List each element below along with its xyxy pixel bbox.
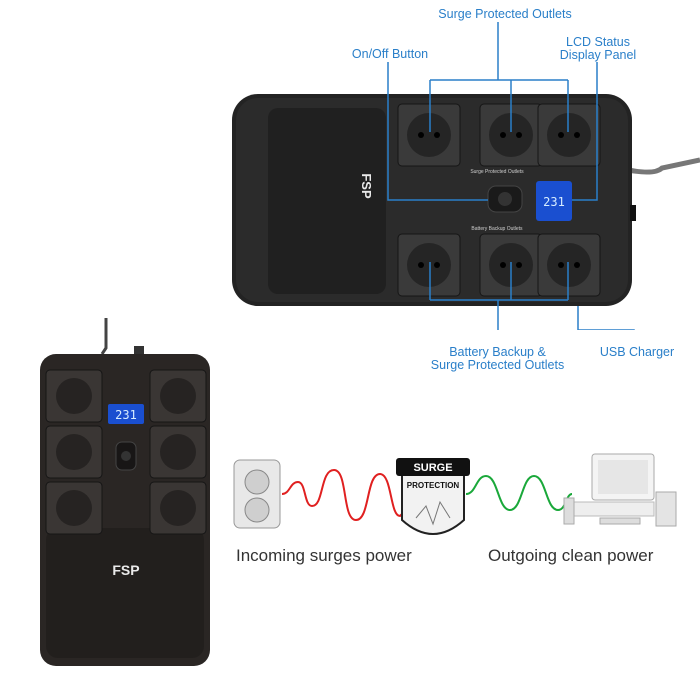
callout-onoff-button: On/Off Button xyxy=(351,47,429,61)
ups-front-panel xyxy=(268,108,386,294)
computer-icon xyxy=(563,453,677,527)
surge-diagram: SURGE PROTECTION xyxy=(233,453,677,535)
panel-label-surge: Surge Protected Outlets xyxy=(470,169,524,175)
callout-battery-backup: Battery Backup & Surge Protected Outlets xyxy=(415,346,580,372)
power-cable xyxy=(627,157,700,175)
badge-text-surge: SURGE xyxy=(413,462,452,474)
ups-front-view: 231 FSP xyxy=(40,318,210,666)
callout-usb-charger: USB Charger xyxy=(599,345,675,359)
outlet-column-right xyxy=(149,369,207,535)
clean-wave xyxy=(465,474,573,512)
callout-battery-line2: Surge Protected Outlets xyxy=(430,358,565,372)
lcd-display-front xyxy=(108,404,144,424)
outlet-column-left xyxy=(45,369,103,535)
ups-top-view: FSP Surge Protected Outlets 231 Battery … xyxy=(232,22,700,330)
brand-logo-top: FSP xyxy=(359,173,374,199)
callout-battery-line1: Battery Backup & xyxy=(449,345,546,359)
panel-label-battery: Battery Backup Outlets xyxy=(471,226,523,232)
lcd-value-front: 231 xyxy=(115,408,137,422)
callout-lcd-line1: LCD Status xyxy=(566,35,630,49)
usb-port xyxy=(630,205,636,221)
outlet-row-bottom xyxy=(397,233,601,297)
lcd-display xyxy=(536,181,572,221)
badge-text-protection: PROTECTION xyxy=(407,481,460,490)
callout-surge-protected-outlets: Surge Protected Outlets xyxy=(438,7,572,21)
label-incoming-surges: Incoming surges power xyxy=(236,546,412,565)
surge-wave xyxy=(281,468,407,522)
brand-logo-front: FSP xyxy=(112,562,139,578)
callout-lcd-status: LCD Status Display Panel xyxy=(548,36,648,62)
lcd-value: 231 xyxy=(543,195,565,209)
label-outgoing-clean: Outgoing clean power xyxy=(488,546,654,565)
callout-lines xyxy=(387,22,635,330)
callout-lcd-line2: Display Panel xyxy=(559,48,637,62)
power-cable-front xyxy=(100,318,108,355)
outlet-row-top xyxy=(397,103,601,167)
